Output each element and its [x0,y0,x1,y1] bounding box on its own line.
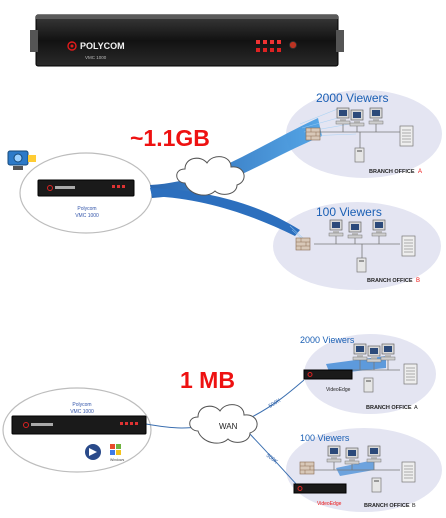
videoedge-b-device [293,483,347,494]
branch-b-ellipse [273,202,441,290]
power-button-icon [289,41,297,49]
windows-logo-text: Windows [110,458,124,462]
bottom-site-a-letter: A [414,405,418,411]
bottom-vmc-server [11,415,147,435]
bottom-scenario: WAN 500K 500K 1 MB Polycom VMC 1000 Wind [2,334,442,512]
top-site-b-network [295,219,416,273]
top-site-a-letter: A [418,169,422,175]
polycom-logo-icon [67,41,77,51]
windows-logo-icon: Windows [110,444,124,462]
bottom-bandwidth-total: 1 MB [180,367,235,393]
wan-label: WAN [219,422,238,431]
bottom-server-label-1: Polycom [72,402,91,408]
bottom-link-b: 500K [265,453,279,466]
top-bandwidth-total: ~1.1GB [130,125,210,151]
bottom-site-b-office: BRANCH OFFICE [364,503,410,509]
beam-b [150,188,300,236]
status-leds [256,40,281,52]
bottom-branch-a-ellipse [304,334,436,414]
player-logo-icon [85,444,101,460]
branch-a-ellipse [286,90,442,178]
bottom-site-a-network [303,343,418,393]
top-site-b-office: BRANCH OFFICE [367,278,413,284]
webcam-icon [7,150,36,170]
top-vmc-server [37,179,135,197]
top-scenario: Polycom VMC 1000 ~1.1GB 1.04 Gbps 52 Mbp… [7,90,442,290]
bottom-site-b-letter: B [412,503,416,509]
bottom-edge-a: VideoEdge [326,387,351,393]
top-site-a-office: BRANCH OFFICE [369,169,415,175]
top-server-label-2: VMC 1000 [75,213,99,219]
hero-model: VMC 1000 [85,55,107,60]
bottom-server-label-2: VMC 1000 [70,409,94,415]
top-site-b-viewers: 100 Viewers [316,205,382,219]
bottom-edge-b: VideoEdge [317,501,342,507]
bottom-site-a-office: BRANCH OFFICE [366,405,412,411]
videoedge-a-device [303,369,353,380]
bottom-site-b-network [293,445,416,494]
bottom-site-a-viewers: 2000 Viewers [300,335,355,345]
hero-brand: POLYCOM [80,41,125,51]
top-site-b-letter: B [416,278,420,284]
top-site-a-viewers: 2000 Viewers [316,91,389,105]
hero-rack-device: POLYCOM VMC 1000 [30,14,344,67]
top-server-label-1: Polycom [77,206,96,212]
bottom-site-b-viewers: 100 Viewers [300,433,350,443]
top-site-a-network [305,107,414,163]
